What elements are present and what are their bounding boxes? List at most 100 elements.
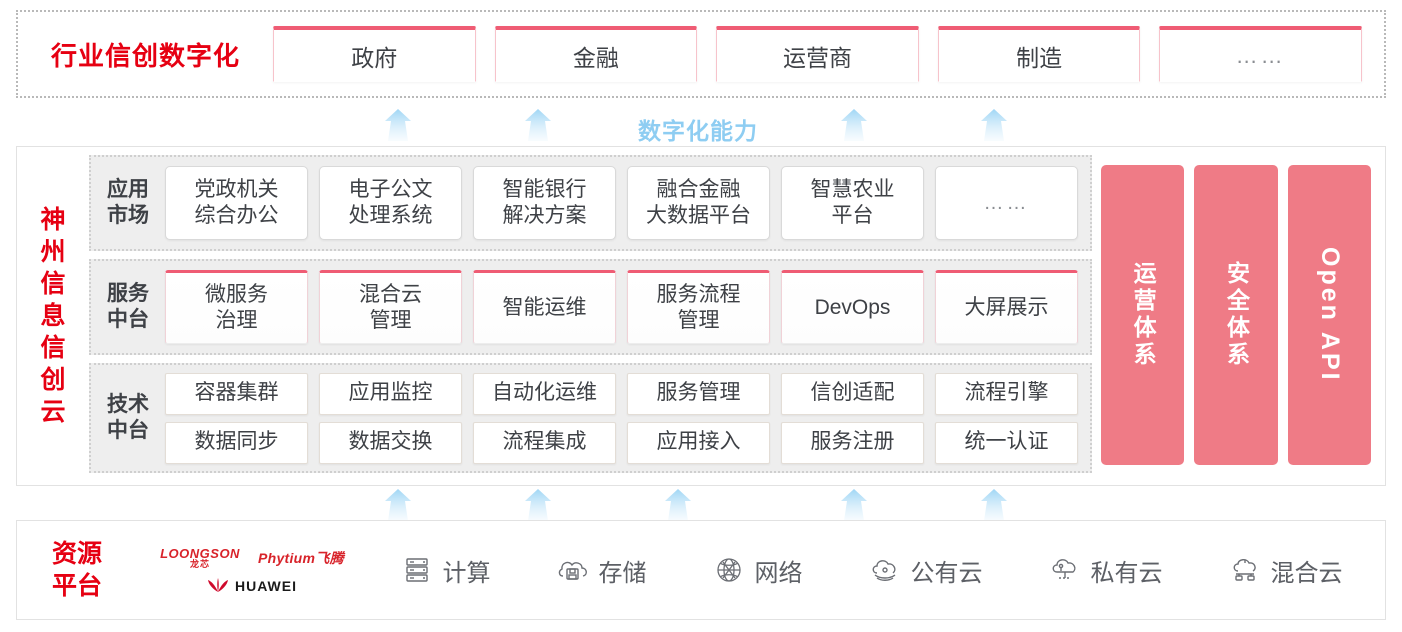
up-arrow-icon bbox=[378, 488, 418, 522]
pillar-operations-system[interactable]: 运营体系 bbox=[1101, 165, 1185, 465]
app-card-gov-office[interactable]: 党政机关 综合办公 bbox=[165, 166, 308, 240]
cell-line: 服务流程 bbox=[656, 282, 741, 306]
cloud-content: 应用 市场 党政机关 综合办公 电子公文 处理系统 智能银行 bbox=[89, 147, 1385, 485]
tech-card-service-registry[interactable]: 服务注册 bbox=[781, 421, 924, 464]
resource-platform-container: 资源 平台 LOONGSON 龙芯 Phytium飞腾 bbox=[16, 520, 1386, 620]
tech-card-process-engine[interactable]: 流程引擎 bbox=[935, 372, 1078, 415]
service-card-microservice-governance[interactable]: 微服务 治理 bbox=[165, 270, 308, 344]
cloud-platform-title: 神 州 信 息 信 创 云 bbox=[17, 147, 89, 485]
app-card-finance-bigdata[interactable]: 融合金融 大数据平台 bbox=[627, 166, 770, 240]
industry-card-finance[interactable]: 金融 bbox=[494, 26, 698, 82]
tech-card-container-cluster[interactable]: 容器集群 bbox=[165, 372, 308, 415]
tech-card-app-access[interactable]: 应用接入 bbox=[627, 421, 770, 464]
resource-item-public-cloud[interactable]: 公有云 bbox=[868, 553, 983, 588]
industry-card-more[interactable]: …… bbox=[1159, 26, 1362, 82]
cell-line: 大数据平台 bbox=[646, 204, 751, 227]
pillar-open-api[interactable]: Open API bbox=[1287, 165, 1371, 465]
tech-row-1: 容器集群 应用监控 自动化运维 服务管理 信创适配 流程引擎 bbox=[165, 372, 1078, 415]
loongson-logo: LOONGSON 龙芯 bbox=[160, 547, 240, 569]
pillar-label: Open API bbox=[1315, 247, 1344, 383]
cloud-platform-container: 神 州 信 息 信 创 云 应用 市场 党政机关 综合办公 bbox=[16, 146, 1386, 486]
cell-line: 管理 bbox=[677, 309, 720, 332]
industry-band: 行业信创数字化 政府 金融 运营商 制造 …… bbox=[16, 10, 1386, 98]
tech-card-data-sync[interactable]: 数据同步 bbox=[165, 421, 308, 464]
cloud-title-char-6: 创 bbox=[40, 366, 66, 394]
industry-card-government[interactable]: 政府 bbox=[273, 26, 476, 82]
up-arrow-icon bbox=[834, 488, 874, 522]
resource-item-label: 公有云 bbox=[910, 559, 983, 587]
resource-item-compute[interactable]: 计算 bbox=[400, 553, 491, 588]
tech-card-unified-auth[interactable]: 统一认证 bbox=[935, 421, 1078, 464]
network-globe-icon bbox=[712, 553, 746, 587]
resource-item-label: 混合云 bbox=[1270, 559, 1343, 587]
app-card-edoc-system[interactable]: 电子公文 处理系统 bbox=[319, 166, 462, 240]
pillar-label: 运营体系 bbox=[1130, 261, 1157, 369]
cell-line: 治理 bbox=[215, 309, 258, 332]
tech-card-xinchuang-adaptation[interactable]: 信创适配 bbox=[781, 372, 924, 415]
layer-label-service-platform: 服务 中台 bbox=[91, 281, 165, 334]
pillar-security-system[interactable]: 安全体系 bbox=[1194, 165, 1278, 465]
tech-card-data-exchange[interactable]: 数据交换 bbox=[319, 421, 462, 464]
cloud-title-char-2: 州 bbox=[40, 238, 66, 266]
layer-label-line: 技术 bbox=[107, 392, 149, 416]
app-card-more[interactable]: …… bbox=[935, 166, 1078, 240]
private-cloud-icon bbox=[1048, 553, 1082, 587]
resource-item-hybrid-cloud[interactable]: 混合云 bbox=[1228, 553, 1343, 588]
huawei-logo: HUAWEI bbox=[207, 578, 297, 594]
app-card-smart-agriculture[interactable]: 智慧农业 平台 bbox=[781, 166, 924, 240]
resource-item-storage[interactable]: 存储 bbox=[556, 553, 647, 588]
cloud-title-char-4: 息 bbox=[40, 302, 66, 330]
cloud-title-char-7: 云 bbox=[40, 398, 66, 426]
tech-platform-items: 容器集群 应用监控 自动化运维 服务管理 信创适配 流程引擎 数据同步 数据交换… bbox=[165, 372, 1090, 464]
app-market-items: 党政机关 综合办公 电子公文 处理系统 智能银行 解决方案 融合金融 bbox=[165, 166, 1090, 240]
layer-label-line: 市场 bbox=[107, 204, 149, 227]
cloud-layer-rows: 应用 市场 党政机关 综合办公 电子公文 处理系统 智能银行 bbox=[89, 155, 1092, 477]
up-arrow-icon bbox=[378, 108, 418, 142]
resource-title-line: 资源 bbox=[51, 539, 102, 568]
service-card-hybrid-cloud-mgmt[interactable]: 混合云 管理 bbox=[319, 270, 462, 344]
layer-label-line: 应用 bbox=[107, 177, 149, 201]
capability-label: 数字化能力 bbox=[638, 118, 758, 144]
tech-card-automated-ops[interactable]: 自动化运维 bbox=[473, 372, 616, 415]
layer-label-line: 服务 bbox=[107, 281, 149, 305]
public-cloud-icon bbox=[868, 553, 902, 587]
resource-item-label: 网络 bbox=[754, 559, 803, 587]
cell-line: 融合金融 bbox=[656, 177, 741, 201]
layer-label-tech-platform: 技术 中台 bbox=[91, 392, 165, 445]
tech-card-service-mgmt[interactable]: 服务管理 bbox=[627, 372, 770, 415]
cell-line: 解决方案 bbox=[502, 204, 587, 227]
huawei-logo-text: HUAWEI bbox=[235, 577, 297, 594]
vendor-row-1: LOONGSON 龙芯 Phytium飞腾 bbox=[160, 547, 344, 569]
industry-band-title: 行业信创数字化 bbox=[50, 40, 240, 71]
up-arrow-icon bbox=[974, 108, 1014, 142]
cell-line: 智慧农业 bbox=[810, 177, 895, 201]
resource-item-private-cloud[interactable]: 私有云 bbox=[1048, 553, 1163, 588]
cloud-title-char-5: 信 bbox=[40, 334, 66, 362]
cloud-storage-icon bbox=[556, 553, 590, 587]
tech-card-process-integration[interactable]: 流程集成 bbox=[473, 421, 616, 464]
up-arrow-icon bbox=[658, 488, 698, 522]
resource-item-network[interactable]: 网络 bbox=[712, 553, 803, 588]
cell-line: 党政机关 bbox=[194, 177, 279, 201]
layer-label-line: 中台 bbox=[107, 308, 149, 331]
up-arrow-icon bbox=[518, 488, 558, 522]
up-arrow-icon bbox=[834, 108, 874, 142]
resource-item-list: 计算 存储 bbox=[367, 553, 1385, 588]
layer-label-app-market: 应用 市场 bbox=[91, 177, 165, 230]
tech-card-app-monitoring[interactable]: 应用监控 bbox=[319, 372, 462, 415]
cell-line: 管理 bbox=[369, 309, 412, 332]
industry-card-list: 政府 金融 运营商 制造 …… bbox=[273, 26, 1384, 82]
server-icon bbox=[400, 553, 434, 587]
layer-row-tech-platform: 技术 中台 容器集群 应用监控 自动化运维 服务管理 信创适配 流程引擎 bbox=[89, 363, 1092, 473]
service-card-devops[interactable]: DevOps bbox=[781, 270, 924, 344]
app-card-smart-bank[interactable]: 智能银行 解决方案 bbox=[473, 166, 616, 240]
service-card-process-mgmt[interactable]: 服务流程 管理 bbox=[627, 270, 770, 344]
service-platform-items: 微服务 治理 混合云 管理 智能运维 服务流程 管理 DevOps bbox=[165, 270, 1090, 344]
service-card-bigscreen[interactable]: 大屏展示 bbox=[935, 270, 1078, 344]
industry-card-telecom[interactable]: 运营商 bbox=[716, 26, 919, 82]
service-card-aiops[interactable]: 智能运维 bbox=[473, 270, 616, 344]
cloud-title-char-1: 神 bbox=[40, 206, 66, 234]
resource-item-label: 存储 bbox=[598, 559, 647, 587]
industry-card-manufacturing[interactable]: 制造 bbox=[937, 26, 1141, 82]
huawei-flower-icon bbox=[207, 578, 229, 593]
